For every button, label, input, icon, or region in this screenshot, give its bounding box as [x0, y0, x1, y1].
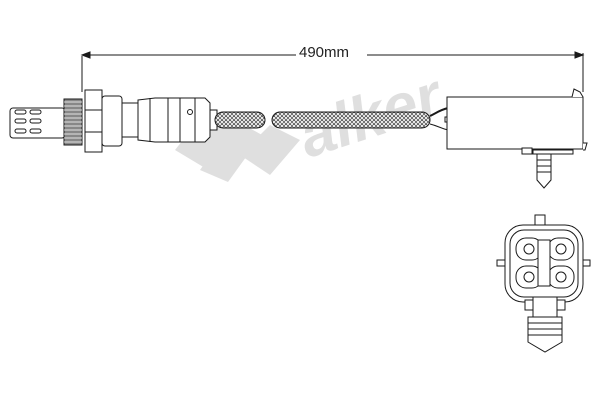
braided-cable	[271, 111, 431, 129]
connector-front-view	[496, 214, 591, 353]
dimension-label: 490mm	[296, 44, 353, 62]
dimension-line	[80, 51, 585, 92]
sensor-housing	[137, 97, 211, 143]
connector-side-view	[446, 88, 588, 189]
sensor-side-view	[9, 89, 453, 153]
braided-cable	[214, 111, 266, 129]
hex-nut	[84, 89, 103, 153]
connector-pins	[515, 237, 575, 289]
